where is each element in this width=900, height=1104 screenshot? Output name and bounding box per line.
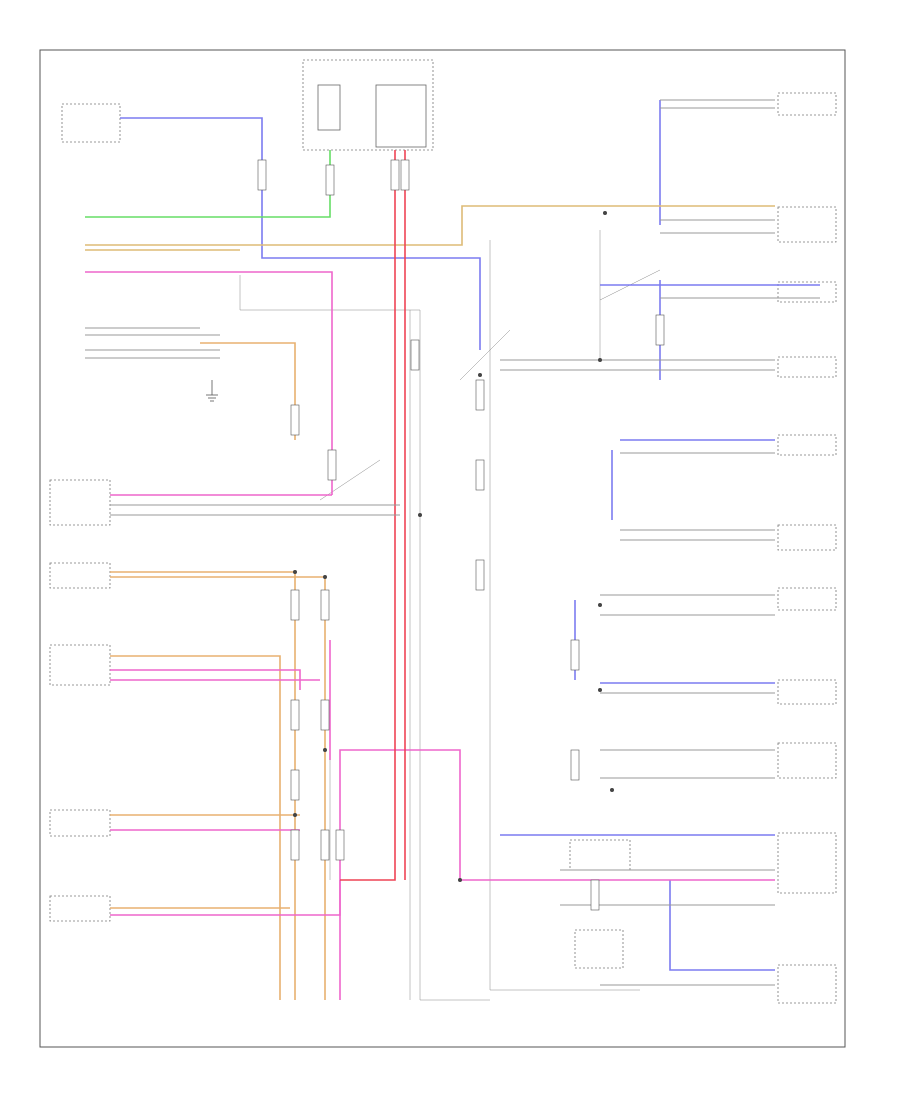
connector-left-2 bbox=[49, 562, 111, 589]
fuse-junction-box bbox=[302, 59, 434, 151]
wire-blue bbox=[120, 100, 820, 971]
harness-boundaries bbox=[239, 230, 661, 1001]
inline-connectors bbox=[257, 159, 665, 911]
wire-green bbox=[85, 150, 331, 218]
wire-red bbox=[340, 150, 406, 881]
wire-tan bbox=[85, 205, 775, 251]
splice-points bbox=[293, 211, 614, 882]
connector-top-left bbox=[61, 103, 121, 143]
connector-left-4 bbox=[49, 809, 111, 837]
wire-pink bbox=[85, 271, 775, 1000]
wire-gray bbox=[85, 99, 820, 986]
connector-left-5 bbox=[49, 895, 111, 922]
connector-right-group bbox=[777, 92, 837, 1004]
splice-pack bbox=[569, 839, 631, 871]
connector-left-3 bbox=[49, 644, 111, 686]
diagram-frame bbox=[39, 49, 846, 1048]
connector-left-mid bbox=[49, 479, 111, 526]
ground-icon bbox=[206, 380, 218, 402]
wire-orange bbox=[110, 342, 326, 1000]
ground-point bbox=[574, 929, 624, 969]
